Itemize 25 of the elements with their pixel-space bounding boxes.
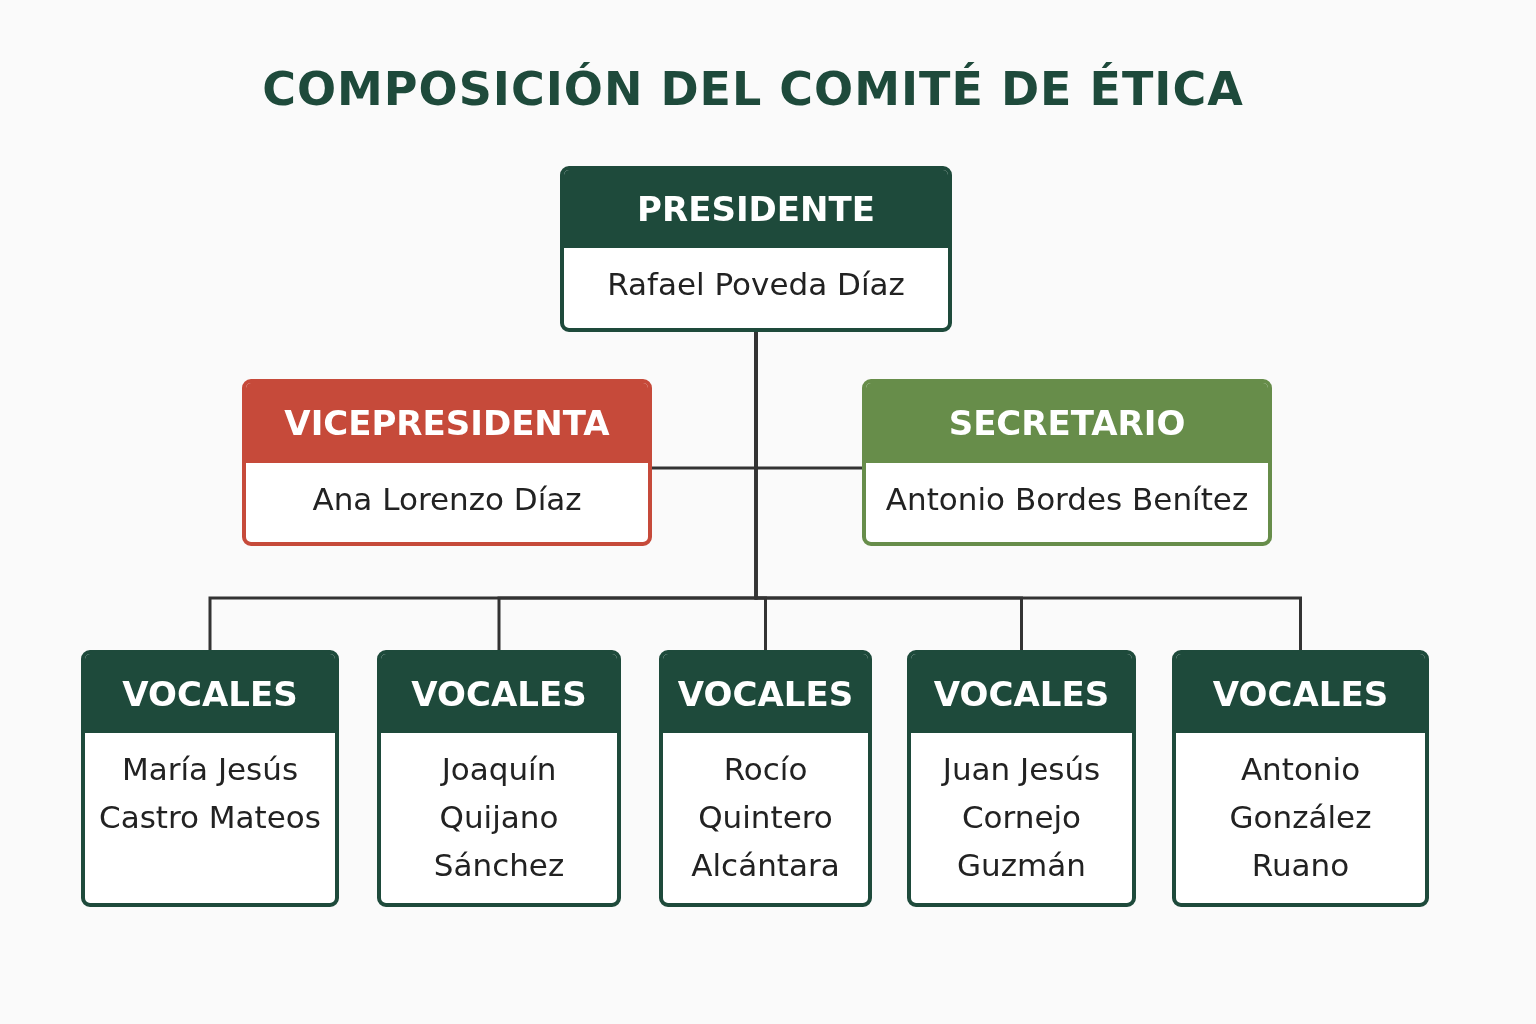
member-name: Rocío Quintero Alcántara (690, 750, 841, 886)
member-name: Rafael Poveda Díaz (607, 265, 905, 304)
role-title: PRESIDENTE (564, 170, 948, 248)
role-card (81, 650, 339, 907)
role-title: SECRETARIO (866, 383, 1268, 463)
role-title: VOCALES (1176, 654, 1425, 733)
role-card (560, 166, 952, 332)
role-title: VOCALES (911, 654, 1132, 733)
member-name: Ana Lorenzo Díaz (312, 480, 582, 519)
role-title: VOCALES (85, 654, 335, 733)
member-name: Juan Jesús Cornejo Guzmán (940, 750, 1102, 886)
role-card (1172, 650, 1429, 907)
member-name: Antonio Bordes Benítez (885, 480, 1249, 519)
member-name: Joaquín Quijano Sánchez (432, 750, 566, 886)
member-name: María Jesús Castro Mateos (98, 750, 322, 838)
member-name: Antonio González Ruano (1228, 750, 1373, 886)
role-title: VOCALES (663, 654, 868, 733)
role-title: VICEPRESIDENTA (246, 383, 648, 463)
role-card (242, 379, 652, 546)
role-card (862, 379, 1272, 546)
role-title: VOCALES (381, 654, 617, 733)
role-card (907, 650, 1136, 907)
role-card (659, 650, 872, 907)
diagram-title: COMPOSICIÓN DEL COMITÉ DE ÉTICA (261, 62, 1245, 116)
role-card (377, 650, 621, 907)
